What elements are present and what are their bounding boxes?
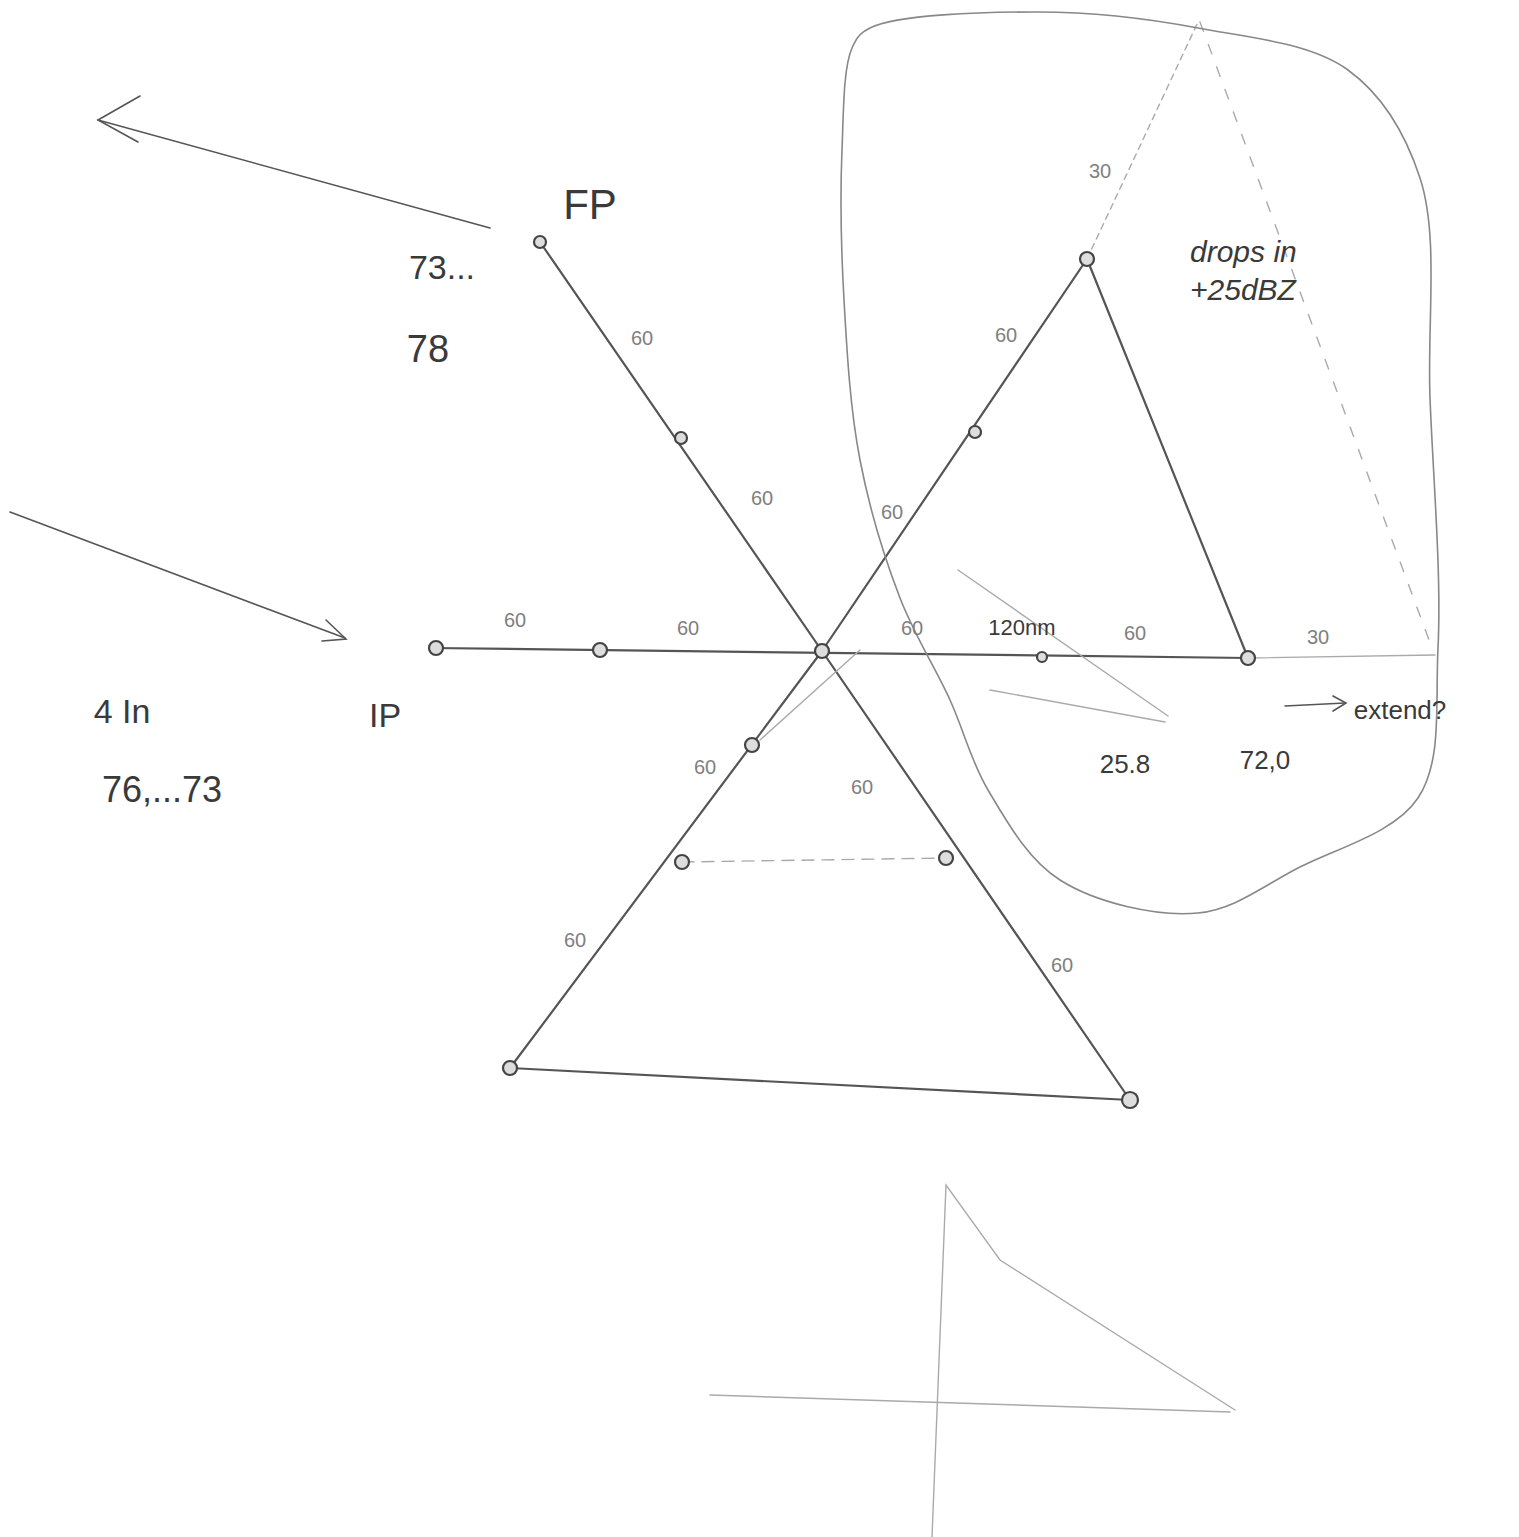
arrow-head: [322, 620, 346, 641]
track-line: [822, 651, 1130, 1100]
track-line: [510, 1068, 1130, 1100]
waypoint: [1037, 652, 1047, 662]
outbound-arrow: [98, 120, 490, 228]
extension-line: [1087, 22, 1198, 259]
faint-sketch: [710, 1395, 1230, 1412]
weather-region: drops in +25dBZ: [838, 8, 1444, 918]
distance: 120nm: [988, 616, 1055, 640]
leg-length: 60: [881, 501, 903, 523]
note: 76,...73: [102, 770, 222, 810]
extend-arrow: [1285, 703, 1345, 706]
coordinate: 25.8: [1100, 750, 1151, 779]
track-line: [510, 651, 822, 1068]
waypoints: [429, 236, 1255, 1108]
leg-length: 60: [901, 617, 923, 639]
arrow-head: [1333, 696, 1346, 711]
waypoint: [815, 644, 829, 658]
waypoint: [1122, 1092, 1138, 1108]
dashed-leg: [682, 858, 946, 862]
leg-length: 60: [751, 487, 773, 509]
note: 78: [407, 329, 449, 371]
leg-length: 30: [1307, 626, 1329, 648]
inbound-arrow: [10, 512, 345, 638]
sketch-line: [958, 570, 1168, 716]
region-outline: [838, 8, 1444, 918]
region-outline: [841, 12, 1439, 914]
extension-line: [1200, 22, 1432, 648]
leg-length: 60: [504, 609, 526, 631]
leg-length: 60: [1051, 954, 1073, 976]
leg-length: 30: [1089, 160, 1111, 182]
track-line: [1087, 259, 1248, 658]
waypoint: [969, 426, 981, 438]
track-line: [432, 648, 1248, 658]
waypoint: [939, 851, 953, 865]
waypoint: [675, 432, 687, 444]
waypoint-name: FP: [563, 182, 617, 228]
region-note: drops in +25dBZ: [1190, 233, 1365, 308]
note: 4 In: [94, 693, 151, 730]
waypoint: [429, 641, 443, 655]
coordinate: 72,0: [1240, 746, 1291, 775]
track-line: [822, 259, 1087, 651]
waypoint: [1080, 252, 1094, 266]
waypoint: [675, 855, 689, 869]
leg-length: 60: [995, 324, 1017, 346]
faint-sketch: [932, 1185, 1235, 1537]
waypoint: [745, 738, 759, 752]
track-line: [540, 242, 822, 651]
leg-length: 60: [564, 929, 586, 951]
arrow-head: [98, 96, 140, 142]
waypoint: [503, 1061, 517, 1075]
sketch-line: [760, 650, 860, 740]
waypoint: [593, 643, 607, 657]
sketch-line: [990, 690, 1165, 722]
extension-line: [1248, 655, 1435, 658]
note: extend?: [1354, 696, 1447, 725]
waypoint: [534, 236, 546, 248]
waypoint: [1241, 651, 1255, 665]
waypoint-name: IP: [369, 697, 401, 734]
leg-length: 60: [1124, 622, 1146, 644]
leg-length: 60: [677, 617, 699, 639]
leg-length: 60: [851, 776, 873, 798]
note: 73...: [409, 249, 475, 286]
leg-length: 60: [694, 756, 716, 778]
leg-length: 60: [631, 327, 653, 349]
